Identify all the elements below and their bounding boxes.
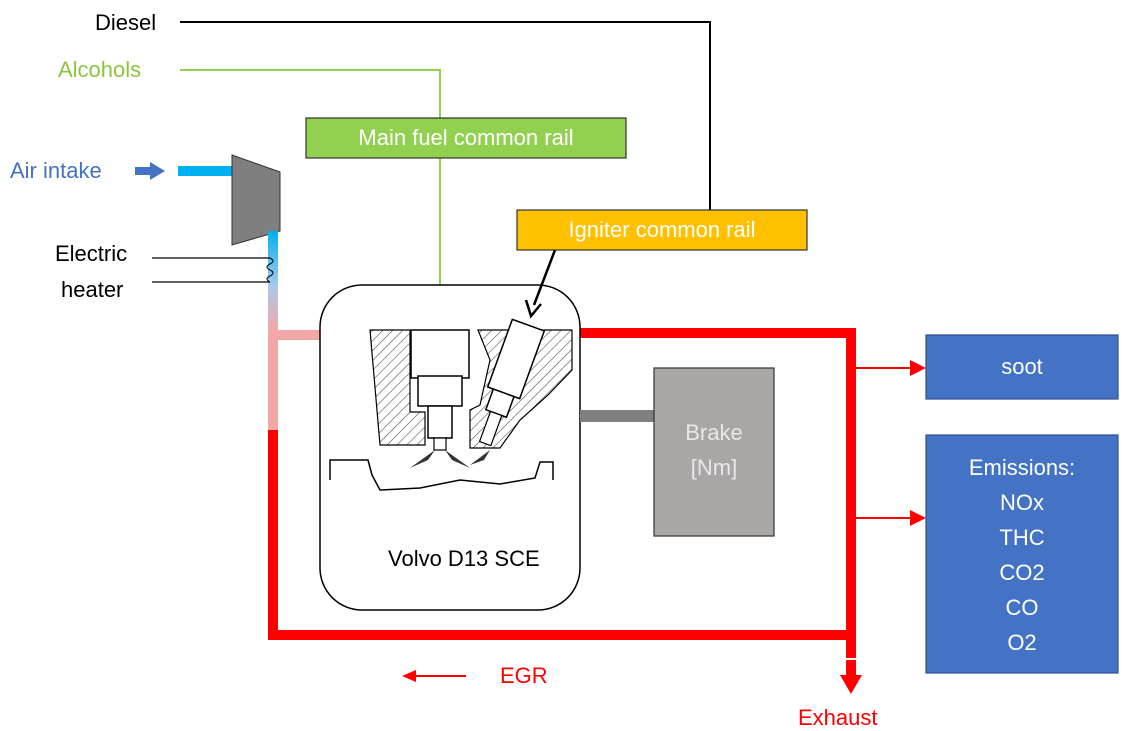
- diesel-line: [180, 21, 711, 210]
- engine-label: Volvo D13 SCE: [388, 546, 540, 571]
- emissions-box: [925, 434, 1119, 674]
- brake-box: [653, 367, 775, 537]
- brake-label: Brake [Nm]: [654, 420, 774, 480]
- brake-label-line1: Brake: [685, 420, 743, 445]
- air-intake-label: Air intake: [10, 158, 102, 183]
- alcohols-label: Alcohols: [58, 57, 142, 82]
- exhaust-arrow-icon: [840, 660, 862, 694]
- main-fuel-rail-label: Main fuel common rail: [358, 125, 574, 150]
- egr-intake-pipe: [268, 330, 323, 431]
- emission-co: CO: [1005, 595, 1039, 620]
- emission-nox: NOx: [1000, 490, 1044, 515]
- igniter-rail-box: [516, 209, 808, 251]
- emissions-label: Emissions: NOx THC CO2 CO O2: [926, 450, 1118, 660]
- emission-co2: CO2: [999, 560, 1045, 585]
- air-intake-arrow-icon: [135, 162, 165, 180]
- electric-heater-label-line2: heater: [61, 277, 124, 302]
- emission-thc: THC: [999, 525, 1045, 550]
- igniter-arrow: [524, 249, 557, 319]
- brake-label-line2: [Nm]: [690, 455, 738, 480]
- egr-arrow-icon: [402, 670, 466, 682]
- air-intake-pipe: [178, 166, 233, 176]
- compressor-icon: [231, 154, 281, 246]
- electric-heater-label-line1: Electric: [55, 241, 128, 266]
- egr-loop-pipe: [268, 328, 856, 658]
- exhaust-label: Exhaust: [798, 705, 878, 730]
- heater-pipe: [268, 231, 278, 331]
- emission-o2: O2: [1007, 630, 1037, 655]
- electric-heater-icon: [152, 257, 274, 283]
- soot-box: [925, 334, 1119, 400]
- egr-label: EGR: [500, 663, 548, 688]
- soot-label: soot: [1001, 354, 1043, 379]
- igniter-rail-label: Igniter common rail: [568, 217, 756, 242]
- combustion-chamber-icon: [329, 318, 573, 491]
- diesel-label: Diesel: [95, 10, 157, 35]
- alcohols-line: [180, 69, 450, 321]
- drive-shaft: [580, 410, 654, 422]
- emissions-heading: Emissions:: [968, 455, 1076, 480]
- main-fuel-rail-box: [305, 117, 627, 159]
